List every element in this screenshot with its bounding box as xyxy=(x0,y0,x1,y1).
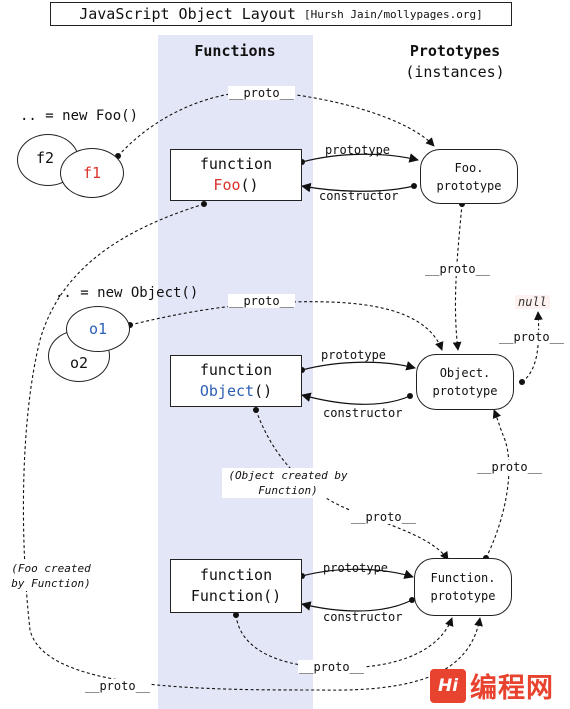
watermark-text: 编程网 xyxy=(470,673,554,704)
foo-constructor-dot xyxy=(411,183,417,189)
function-object-keyword: function xyxy=(199,361,273,379)
function-function-name: Function() xyxy=(190,587,282,605)
object-constructor-link xyxy=(301,392,411,405)
foo-fn-proto-label: __proto__ xyxy=(84,679,152,693)
object-prototype-line2: prototype xyxy=(432,384,498,398)
function-prototype-label: prototype xyxy=(323,561,389,575)
function-prototype-link xyxy=(301,568,414,579)
foo-prototype-proto-link xyxy=(452,203,463,351)
function-fn-dot xyxy=(233,612,239,618)
foo-prototype-label: prototype xyxy=(325,143,391,157)
function-prototype-line2: prototype xyxy=(430,589,496,603)
foo-prototype-box: Foo. prototype xyxy=(420,149,518,204)
prototypes-column-header: Prototypes xyxy=(409,42,501,60)
function-constructor-link xyxy=(301,599,413,612)
object-proto-dot xyxy=(519,379,525,385)
instance-o1: o1 xyxy=(66,306,130,352)
foo-prototype-proto-label: __proto__ xyxy=(424,262,492,276)
object-constructor-dot xyxy=(407,393,413,399)
function-object-name: Object xyxy=(199,382,255,400)
function-object-box: function Object() xyxy=(170,355,302,407)
instance-o2-label: o2 xyxy=(69,354,89,372)
function-object-parens: () xyxy=(254,382,273,400)
instance-f1: f1 xyxy=(60,148,124,198)
object-prototype-null-link xyxy=(521,311,543,383)
function-prototype-proto-label: __proto__ xyxy=(476,460,544,474)
object-prototype-box: Object. prototype xyxy=(416,354,514,410)
object-created-note: (Object created by Function) xyxy=(222,468,354,498)
object-fn-dot xyxy=(253,407,259,413)
function-function-keyword: function xyxy=(199,566,273,584)
watermark-logo: Hi 编程网 xyxy=(430,666,554,705)
foo-prototype-line1: Foo. xyxy=(454,160,484,175)
object-fn-proto-link xyxy=(255,409,449,561)
function-foo-keyword: function xyxy=(199,155,273,173)
diagram-title: JavaScript Object Layout [Hursh Jain/mol… xyxy=(50,2,512,26)
instance-f2-label: f2 xyxy=(35,149,55,167)
function-constructor-dot xyxy=(409,597,415,603)
foo-fn-dot xyxy=(201,201,207,207)
object-fn-proto-label: __proto__ xyxy=(350,510,418,524)
object-prototype-line1: Object. xyxy=(439,366,491,380)
instance-o1-label: o1 xyxy=(88,320,108,338)
object-constructor-label: constructor xyxy=(323,406,403,420)
functions-column-header: Functions xyxy=(194,42,276,60)
function-foo-name: Foo xyxy=(213,176,241,194)
instance-f1-label: f1 xyxy=(82,164,102,182)
foo-prototype-line2: prototype xyxy=(436,178,502,193)
new-foo-expression: .. = new Foo() xyxy=(20,108,139,124)
function-constructor-label: constructor xyxy=(323,610,403,624)
foo-created-note: (Foo created by Function) xyxy=(5,561,97,591)
function-foo-parens: () xyxy=(240,176,259,194)
foo-prototype-link xyxy=(301,153,419,163)
title-text: JavaScript Object Layout xyxy=(79,5,296,23)
function-prototype-box: Function. prototype xyxy=(414,558,512,616)
foo-constructor-label: constructor xyxy=(319,189,399,203)
function-function-box: function Function() xyxy=(170,559,302,613)
f1-proto-link xyxy=(117,90,435,157)
object-prototype-label: prototype xyxy=(321,348,387,362)
title-credit: [Hursh Jain/mollypages.org] xyxy=(303,7,483,21)
function-prototype-line1: Function. xyxy=(430,571,496,585)
object-prototype-proto-label: __proto__ xyxy=(498,330,566,344)
null-value: null xyxy=(515,295,550,309)
function-foo-box: function Foo() xyxy=(170,149,302,201)
new-object-expression: .. = new Object() xyxy=(55,285,199,301)
foo-fn-proto-link xyxy=(22,203,483,691)
f1-proto-label: __proto__ xyxy=(228,86,296,100)
o1-proto-label: __proto__ xyxy=(228,294,296,308)
foo-constructor-link xyxy=(301,182,415,193)
watermark-badge: Hi xyxy=(430,668,466,703)
prototypes-column-subheader: (instances) xyxy=(405,63,505,81)
function-prototype-proto-link xyxy=(485,409,510,559)
object-prototype-link xyxy=(301,361,416,371)
function-fn-proto-label: __proto__ xyxy=(298,660,366,674)
o1-proto-link xyxy=(129,301,444,351)
